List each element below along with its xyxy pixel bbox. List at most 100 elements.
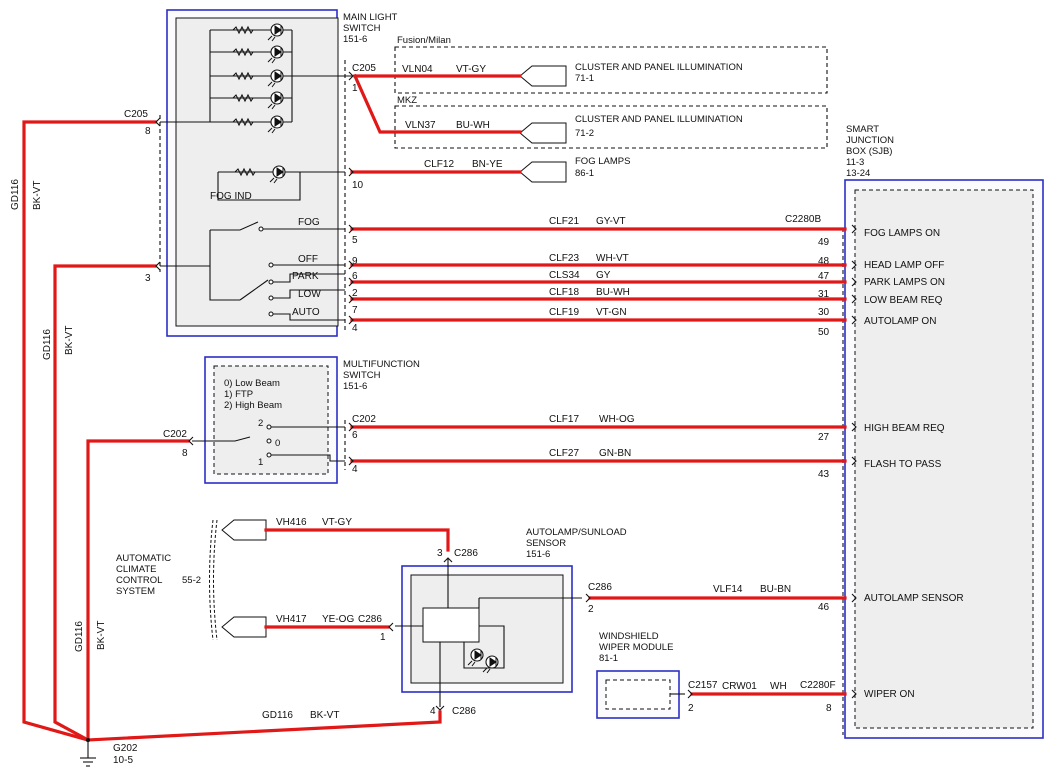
c2280f-label: C2280F — [800, 680, 836, 691]
cluster-fusion-ref: 71-1 — [575, 73, 594, 84]
pin-label: 10 — [352, 180, 364, 191]
pos-park: PARK — [292, 271, 319, 282]
climate-ref: 55-2 — [182, 575, 201, 586]
fog-lamps-ref: 86-1 — [575, 168, 594, 179]
sjb-ref-2: 13-24 — [846, 168, 870, 179]
pin-arrows — [155, 71, 857, 711]
c286-label-left: C286 — [358, 614, 382, 625]
pos-low: LOW — [298, 289, 321, 300]
sjb-input-fog-lamps-on: FOG LAMPS ON — [864, 228, 940, 239]
wire-gd116-c — [86, 439, 190, 742]
wire-color-label: WH — [770, 681, 787, 692]
wire-gd116-d — [86, 710, 442, 742]
mf-pos-0: 0 — [275, 438, 280, 449]
fusion-variant-label: Fusion/Milan — [397, 35, 451, 46]
mf-legend-1: 1) FTP — [224, 389, 253, 400]
sjb-title-3: BOX (SJB) — [846, 146, 892, 157]
wire-color-label: WH-VT — [596, 253, 629, 264]
wires — [22, 73, 847, 743]
sjb-ref-1: 11-3 — [846, 157, 864, 168]
wiper-title-2: WIPER MODULE — [599, 642, 673, 653]
climate-control-connectors — [209, 519, 267, 641]
wire-circuit-label: CLF27 — [549, 448, 579, 459]
pin-label: 3 — [145, 273, 151, 284]
pin-label: 2 — [588, 604, 594, 615]
wire-gd116-b — [53, 264, 157, 743]
wire-vh416 — [264, 528, 450, 552]
pin-label: 4 — [352, 464, 358, 475]
c205-label-top: C205 — [352, 63, 376, 74]
pin-label: 7 — [352, 305, 358, 316]
pin-label: 50 — [818, 327, 830, 338]
wire-circuit-label: CLF23 — [549, 253, 579, 264]
wire-color-label-vertical: BK-VT — [96, 621, 107, 650]
cluster-mkz-ref: 71-2 — [575, 128, 594, 139]
pin-label: 30 — [818, 307, 830, 318]
sjb-input-autolamp-sensor: AUTOLAMP SENSOR — [864, 593, 964, 604]
fog-lamps-connector — [519, 161, 567, 183]
wire-color-label-vertical: BK-VT — [64, 326, 75, 355]
climate-title-2: CLIMATE — [116, 564, 156, 575]
sjb-input-park-lamps-on: PARK LAMPS ON — [864, 277, 945, 288]
multifunction-ref: 151-6 — [343, 381, 367, 392]
autolamp-title-1: AUTOLAMP/SUNLOAD — [526, 527, 627, 538]
sjb-input-flash-to-pass: FLASH TO PASS — [864, 459, 942, 470]
pin-label: 46 — [818, 602, 830, 613]
wire-color-label: GY-VT — [596, 216, 626, 227]
cluster-mkz-name: CLUSTER AND PANEL ILLUMINATION — [575, 114, 743, 125]
pin-label: 43 — [818, 469, 830, 480]
pos-off: OFF — [298, 254, 318, 265]
pin-label: 1 — [352, 83, 358, 94]
pin-label: 3 — [437, 548, 443, 559]
mf-legend-0: 0) Low Beam — [224, 378, 280, 389]
c2157-label: C2157 — [688, 680, 718, 691]
pin-label: 27 — [818, 432, 830, 443]
pin-label: 31 — [818, 289, 830, 300]
wire-circuit-label-vertical: GD116 — [42, 329, 53, 360]
wire-circuit-label: GD116 — [262, 710, 293, 721]
pin-label: 4 — [430, 706, 436, 717]
wire-circuit-label: CLF21 — [549, 216, 579, 227]
mf-pos-2: 2 — [258, 418, 263, 429]
multifunction-title-2: SWITCH — [343, 370, 381, 381]
climate-title-3: CONTROL — [116, 575, 162, 586]
wire-color-label: BU-WH — [456, 120, 490, 131]
autolamp-title-2: SENSOR — [526, 538, 566, 549]
c286-label-right: C286 — [588, 582, 612, 593]
fog-indicator-lamp — [217, 165, 345, 201]
climate-title-4: SYSTEM — [116, 586, 155, 597]
illumination-lamps — [210, 23, 292, 134]
wire-color-label: BK-VT — [310, 710, 339, 721]
c202-label-right: C202 — [352, 414, 376, 425]
pin-label: 8 — [182, 448, 188, 459]
sjb-input-high-beam-req: HIGH BEAM REQ — [864, 423, 945, 434]
sjb-input-wiper-on: WIPER ON — [864, 689, 915, 700]
sjb-input-head-lamp-off: HEAD LAMP OFF — [864, 260, 944, 271]
smart-junction-box — [842, 179, 1044, 739]
mkz-variant-label: MKZ — [397, 95, 417, 106]
main-light-switch-ref: 151-6 — [343, 34, 367, 45]
pin-label: 4 — [352, 323, 358, 334]
c286-label-top: C286 — [454, 548, 478, 559]
wire-color-label: VT-GN — [596, 307, 627, 318]
climate-title-1: AUTOMATIC — [116, 553, 171, 564]
autolamp-sunload-sensor — [395, 558, 582, 707]
wire-circuit-label: CLF19 — [549, 307, 579, 318]
pos-fog: FOG — [298, 217, 320, 228]
pin-label: 6 — [352, 430, 358, 441]
fog-lamps-name: FOG LAMPS — [575, 156, 630, 167]
sjb-input-autolamp-on: AUTOLAMP ON — [864, 316, 936, 327]
wire-circuit-label: VLN37 — [405, 120, 436, 131]
wire-color-label-vertical: BK-VT — [32, 181, 43, 210]
pos-auto: AUTO — [292, 307, 320, 318]
wire-circuit-label: VLF14 — [713, 584, 743, 595]
windshield-wiper-module — [596, 670, 685, 719]
pin-label: 9 — [352, 256, 358, 267]
pin-label: 1 — [380, 632, 386, 643]
wiper-ref: 81-1 — [599, 653, 618, 664]
ground-ref: 10-5 — [113, 755, 133, 766]
pin-label: 2 — [688, 703, 694, 714]
pin-label: 8 — [826, 703, 832, 714]
pin-label: 2 — [352, 288, 358, 299]
wire-circuit-label: CLF17 — [549, 414, 579, 425]
